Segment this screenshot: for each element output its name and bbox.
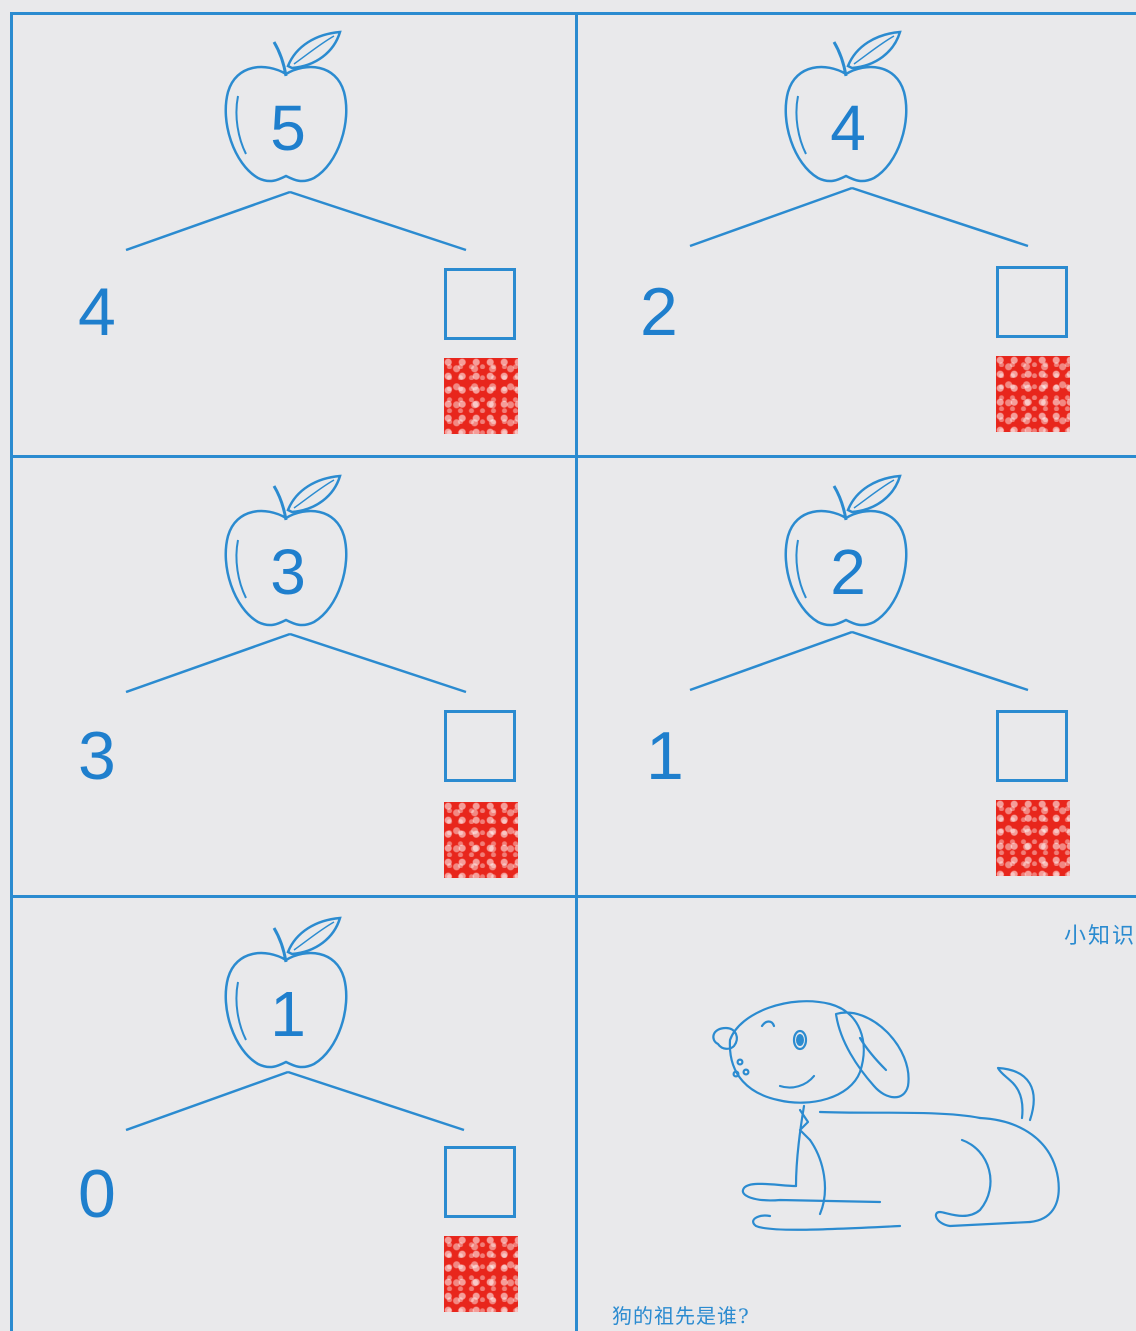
total-number: 5 [228,96,348,160]
total-number: 3 [228,540,348,604]
answer-box[interactable] [996,266,1068,338]
known-part-number: 0 [78,1160,116,1228]
scratch-off-answer[interactable] [444,358,518,434]
known-part-number: 2 [640,278,678,346]
trivia-heading: 小知识 [1064,918,1136,950]
known-part-number: 4 [78,278,116,346]
grid-divider-row2 [10,895,1136,898]
trivia-question: 狗的祖先是谁? [612,1300,750,1329]
bond-lines [120,630,480,700]
bond-lines [684,184,1044,254]
bond-lines [120,188,480,258]
scratch-off-answer[interactable] [996,800,1070,876]
total-number: 2 [788,540,908,604]
grid-divider-row1 [10,455,1136,458]
answer-box[interactable] [444,1146,516,1218]
scratch-off-answer[interactable] [444,1236,518,1312]
total-number: 1 [228,982,348,1046]
scratch-off-answer[interactable] [444,802,518,878]
bond-lines [120,1068,480,1138]
scratch-off-answer[interactable] [996,356,1070,432]
grid-divider-vertical [575,12,578,1331]
bond-lines [684,628,1044,698]
grid-border-left [10,12,13,1331]
known-part-number: 1 [646,722,684,790]
answer-box[interactable] [996,710,1068,782]
dog-illustration [700,990,1080,1250]
answer-box[interactable] [444,268,516,340]
known-part-number: 3 [78,722,116,790]
grid-border-top [10,12,1136,15]
answer-box[interactable] [444,710,516,782]
total-number: 4 [788,96,908,160]
